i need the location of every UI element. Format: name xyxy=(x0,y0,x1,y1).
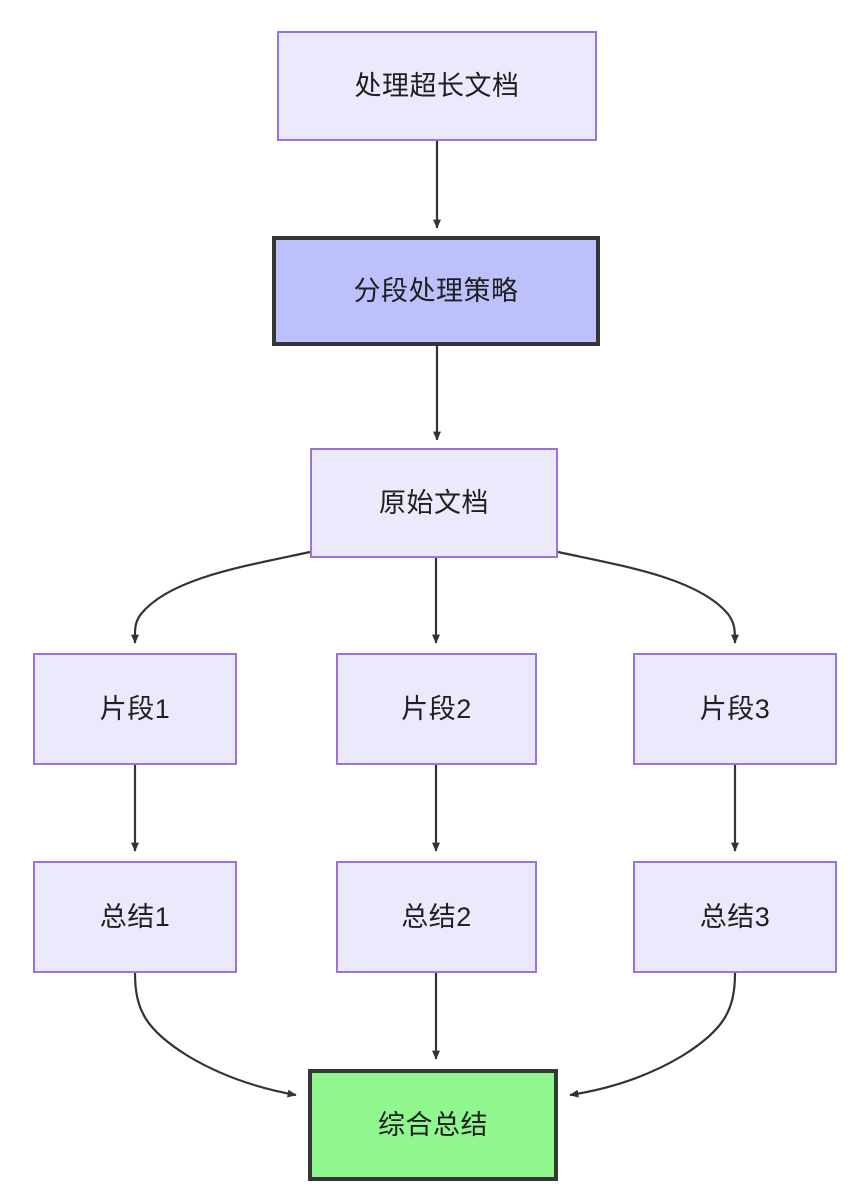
node-summary-1-label: 总结1 xyxy=(99,901,171,932)
edge-source-to-frag1 xyxy=(130,550,311,644)
node-fragment-1[interactable]: 片段1 xyxy=(33,653,237,765)
node-source-document-label: 原始文档 xyxy=(379,487,489,518)
node-root[interactable]: 处理超长文档 xyxy=(277,31,597,141)
node-fragment-2-label: 片段2 xyxy=(401,693,472,724)
node-fragment-3[interactable]: 片段3 xyxy=(633,653,837,765)
node-summary-2-label: 总结2 xyxy=(401,901,472,932)
node-strategy-label: 分段处理策略 xyxy=(353,275,519,306)
node-fragment-1-label: 片段1 xyxy=(99,693,171,724)
node-summary-2[interactable]: 总结2 xyxy=(336,861,537,973)
edge-source-to-frag3 xyxy=(557,550,739,644)
node-strategy[interactable]: 分段处理策略 xyxy=(272,236,600,346)
node-root-label: 处理超长文档 xyxy=(354,70,520,101)
node-source-document[interactable]: 原始文档 xyxy=(310,448,558,558)
node-summary-1[interactable]: 总结1 xyxy=(33,861,237,973)
node-summary-3[interactable]: 总结3 xyxy=(633,861,837,973)
node-fragment-2[interactable]: 片段2 xyxy=(336,653,537,765)
node-final-summary[interactable]: 综合总结 xyxy=(308,1069,558,1181)
node-final-summary-label: 综合总结 xyxy=(378,1109,488,1140)
node-summary-3-label: 总结3 xyxy=(699,901,771,932)
edge-sum3-to-final xyxy=(569,972,737,1098)
edge-sum1-to-final xyxy=(133,972,297,1098)
node-fragment-3-label: 片段3 xyxy=(699,693,771,724)
